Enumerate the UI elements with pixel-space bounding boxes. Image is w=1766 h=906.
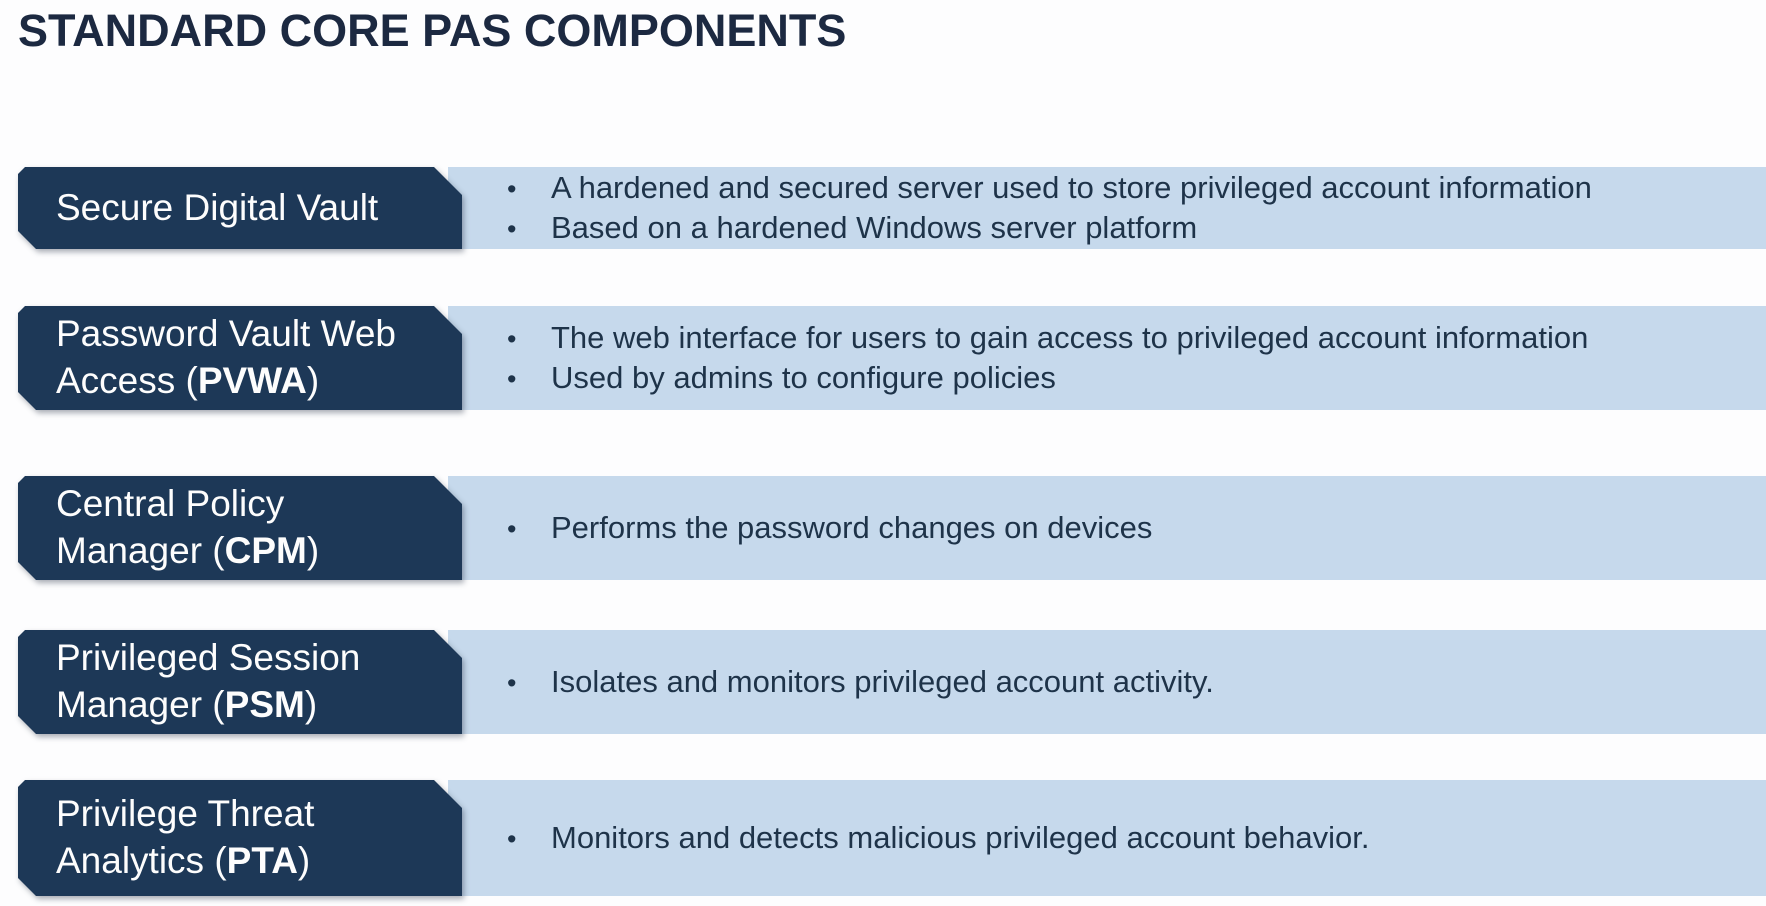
bullet-item: • Monitors and detects malicious privile… [507,818,1760,858]
label-line: Privileged Session [56,635,446,682]
label-text: Manager ( [56,684,225,725]
bullet-list: • Isolates and monitors privileged accou… [507,662,1760,702]
label-line: Analytics (PTA) [56,838,446,885]
bullet-item: • Used by admins to configure policies [507,358,1760,398]
label-suffix: ) [304,684,318,725]
bullet-item: • Isolates and monitors privileged accou… [507,662,1760,702]
bullet-list: • A hardened and secured server used to … [507,168,1760,247]
label-tag: Password Vault Web Access (PVWA) [18,306,462,410]
component-row-pta: • Monitors and detects malicious privile… [0,780,1766,896]
label-line: Manager (PSM) [56,682,446,729]
label-tag: Privileged Session Manager (PSM) [18,630,462,734]
description-panel: • Monitors and detects malicious privile… [448,780,1766,896]
label-acronym: PTA [226,840,298,881]
label-text: Manager ( [56,530,225,571]
bullet-list: • The web interface for users to gain ac… [507,318,1760,397]
bullet-icon: • [507,214,517,244]
page-title: STANDARD CORE PAS COMPONENTS [18,5,847,56]
component-row-cpm: • Performs the password changes on devic… [0,476,1766,580]
bullet-text: The web interface for users to gain acce… [551,320,1589,356]
bullet-text: Based on a hardened Windows server platf… [551,210,1198,245]
label-suffix: ) [306,360,320,401]
label-tag: Secure Digital Vault [18,167,462,249]
bullet-icon: • [507,824,517,855]
component-row-secure-digital-vault: • A hardened and secured server used to … [0,167,1766,249]
label-tag: Central Policy Manager (CPM) [18,476,462,580]
description-panel: • Performs the password changes on devic… [448,476,1766,580]
label-line: Secure Digital Vault [56,185,446,232]
label-tag: Privilege Threat Analytics (PTA) [18,780,462,896]
label-text: Secure Digital Vault [56,186,379,228]
bullet-icon: • [507,514,517,545]
component-label: Privilege Threat Analytics (PTA) [18,780,462,896]
label-text: Privileged Session [56,637,361,679]
label-line: Manager (CPM) [56,528,446,575]
component-label: Privileged Session Manager (PSM) [18,630,462,734]
bullet-text: Used by admins to configure policies [551,360,1056,395]
bullet-icon: • [507,364,517,394]
label-line: Central Policy [56,481,446,528]
label-line: Password Vault Web [56,311,446,358]
label-suffix: ) [306,530,320,571]
description-panel: • A hardened and secured server used to … [448,167,1766,249]
description-panel: • Isolates and monitors privileged accou… [448,630,1766,734]
bullet-text: Performs the password changes on devices [551,510,1153,546]
label-text: Central Policy [56,483,285,525]
component-row-pvwa: • The web interface for users to gain ac… [0,306,1766,410]
component-label: Password Vault Web Access (PVWA) [18,306,462,410]
description-panel: • The web interface for users to gain ac… [448,306,1766,410]
bullet-item: • The web interface for users to gain ac… [507,318,1760,358]
label-text: Access ( [56,360,198,401]
component-label: Central Policy Manager (CPM) [18,476,462,580]
label-acronym: PSM [224,684,305,725]
bullet-item: • Performs the password changes on devic… [507,508,1760,548]
bullet-text: Isolates and monitors privileged account… [551,664,1214,700]
bullet-item: • Based on a hardened Windows server pla… [507,208,1760,248]
component-row-psm: • Isolates and monitors privileged accou… [0,630,1766,734]
label-acronym: PVWA [197,360,307,401]
bullet-icon: • [507,174,517,205]
bullet-list: • Performs the password changes on devic… [507,508,1760,548]
bullet-text: A hardened and secured server used to st… [551,170,1592,206]
label-line: Access (PVWA) [56,358,446,405]
label-line: Privilege Threat [56,791,446,838]
bullet-icon: • [507,324,517,355]
label-text: Privilege Threat [56,793,315,835]
bullet-icon: • [507,668,517,699]
label-suffix: ) [297,840,311,881]
bullet-text: Monitors and detects malicious privilege… [551,820,1370,856]
label-text: Password Vault Web [56,313,397,355]
bullet-list: • Monitors and detects malicious privile… [507,818,1760,858]
label-acronym: CPM [224,530,307,571]
label-text: Analytics ( [56,840,227,881]
component-label: Secure Digital Vault [18,167,462,249]
bullet-item: • A hardened and secured server used to … [507,168,1760,208]
